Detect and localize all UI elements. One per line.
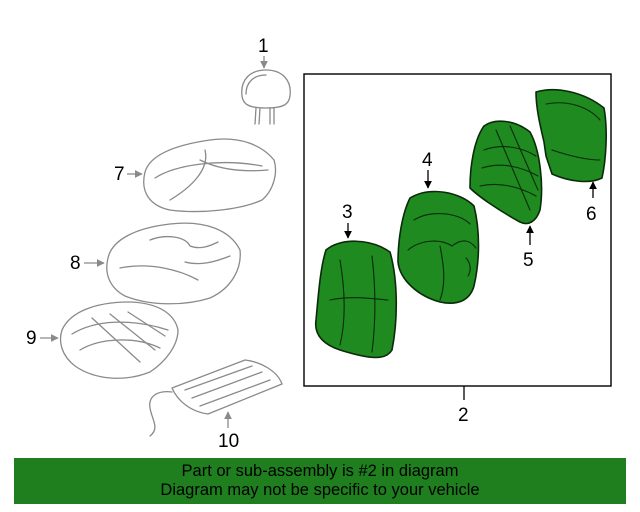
notice-banner: Part or sub-assembly is #2 in diagram Di… (14, 458, 626, 504)
callout-3: 3 (342, 202, 353, 223)
callout-1: 1 (258, 36, 269, 57)
callout-4: 4 (422, 150, 433, 171)
seatback-cover-part[interactable] (314, 240, 398, 359)
seatback-frame-part[interactable] (469, 120, 543, 225)
callout-2: 2 (458, 405, 469, 426)
seatback-pad-part[interactable] (397, 190, 480, 304)
notice-line-1: Part or sub-assembly is #2 in diagram (181, 462, 459, 480)
subassembly-box (303, 73, 612, 387)
seat-frame-part[interactable] (59, 301, 179, 379)
callout-6: 6 (586, 204, 597, 225)
headrest-part[interactable] (241, 69, 291, 125)
heater-element-part[interactable] (149, 359, 283, 437)
callout-7: 7 (114, 164, 125, 185)
notice-line-2: Diagram may not be specific to your vehi… (160, 481, 480, 499)
callout-5: 5 (523, 250, 534, 271)
parts-diagram: 1 7 8 9 10 2 3 (26, 36, 612, 452)
cushion-cover-part[interactable] (143, 138, 277, 213)
callout-8: 8 (70, 253, 81, 274)
back-panel-part[interactable] (535, 88, 607, 183)
callout-9: 9 (26, 328, 37, 349)
cushion-pad-part[interactable] (106, 222, 241, 305)
callout-10: 10 (218, 431, 239, 452)
